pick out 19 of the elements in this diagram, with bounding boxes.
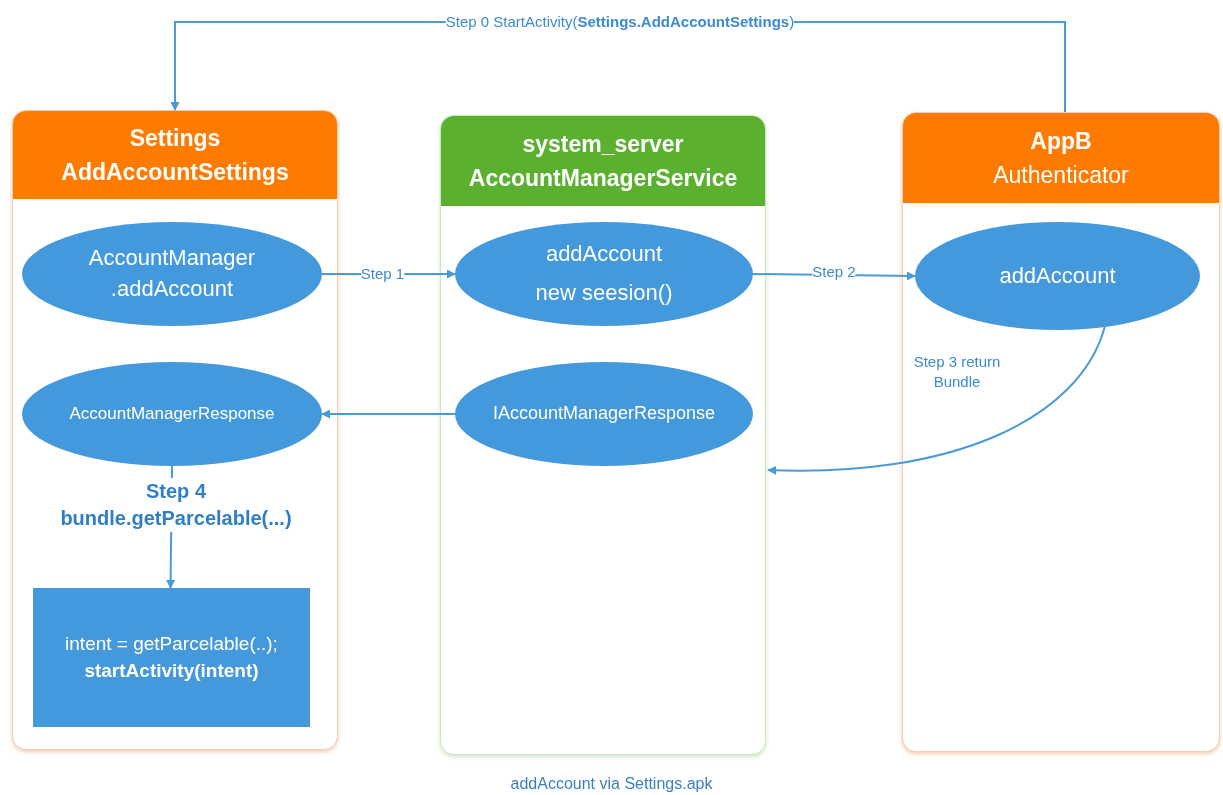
lane-title: system_server AccountManagerService [467, 129, 739, 193]
node-text: addAccount [999, 261, 1116, 290]
node-text: AccountManager .addAccount [87, 244, 257, 303]
arrow [321, 409, 456, 419]
lane-title: Settings AddAccountSettings [60, 123, 290, 187]
code-box [33, 588, 310, 727]
node-text: IAccountManagerResponse [492, 402, 716, 426]
arrow [767, 325, 1106, 475]
lane-title: AppB [1030, 126, 1092, 156]
node-text: new seesion() [535, 279, 673, 308]
lane-title: Authenticator [993, 161, 1129, 190]
caption: addAccount via Settings.apk [509, 775, 714, 793]
node-text: intent = getParcelable(..); [65, 631, 278, 656]
swimlane-panel [902, 112, 1220, 752]
node-text: addAccount [545, 239, 663, 268]
swimlane-panel [12, 110, 338, 750]
node-text: AccountManagerResponse [69, 403, 275, 426]
swimlane-panel [440, 115, 766, 755]
node-text: startActivity(intent) [84, 658, 259, 683]
